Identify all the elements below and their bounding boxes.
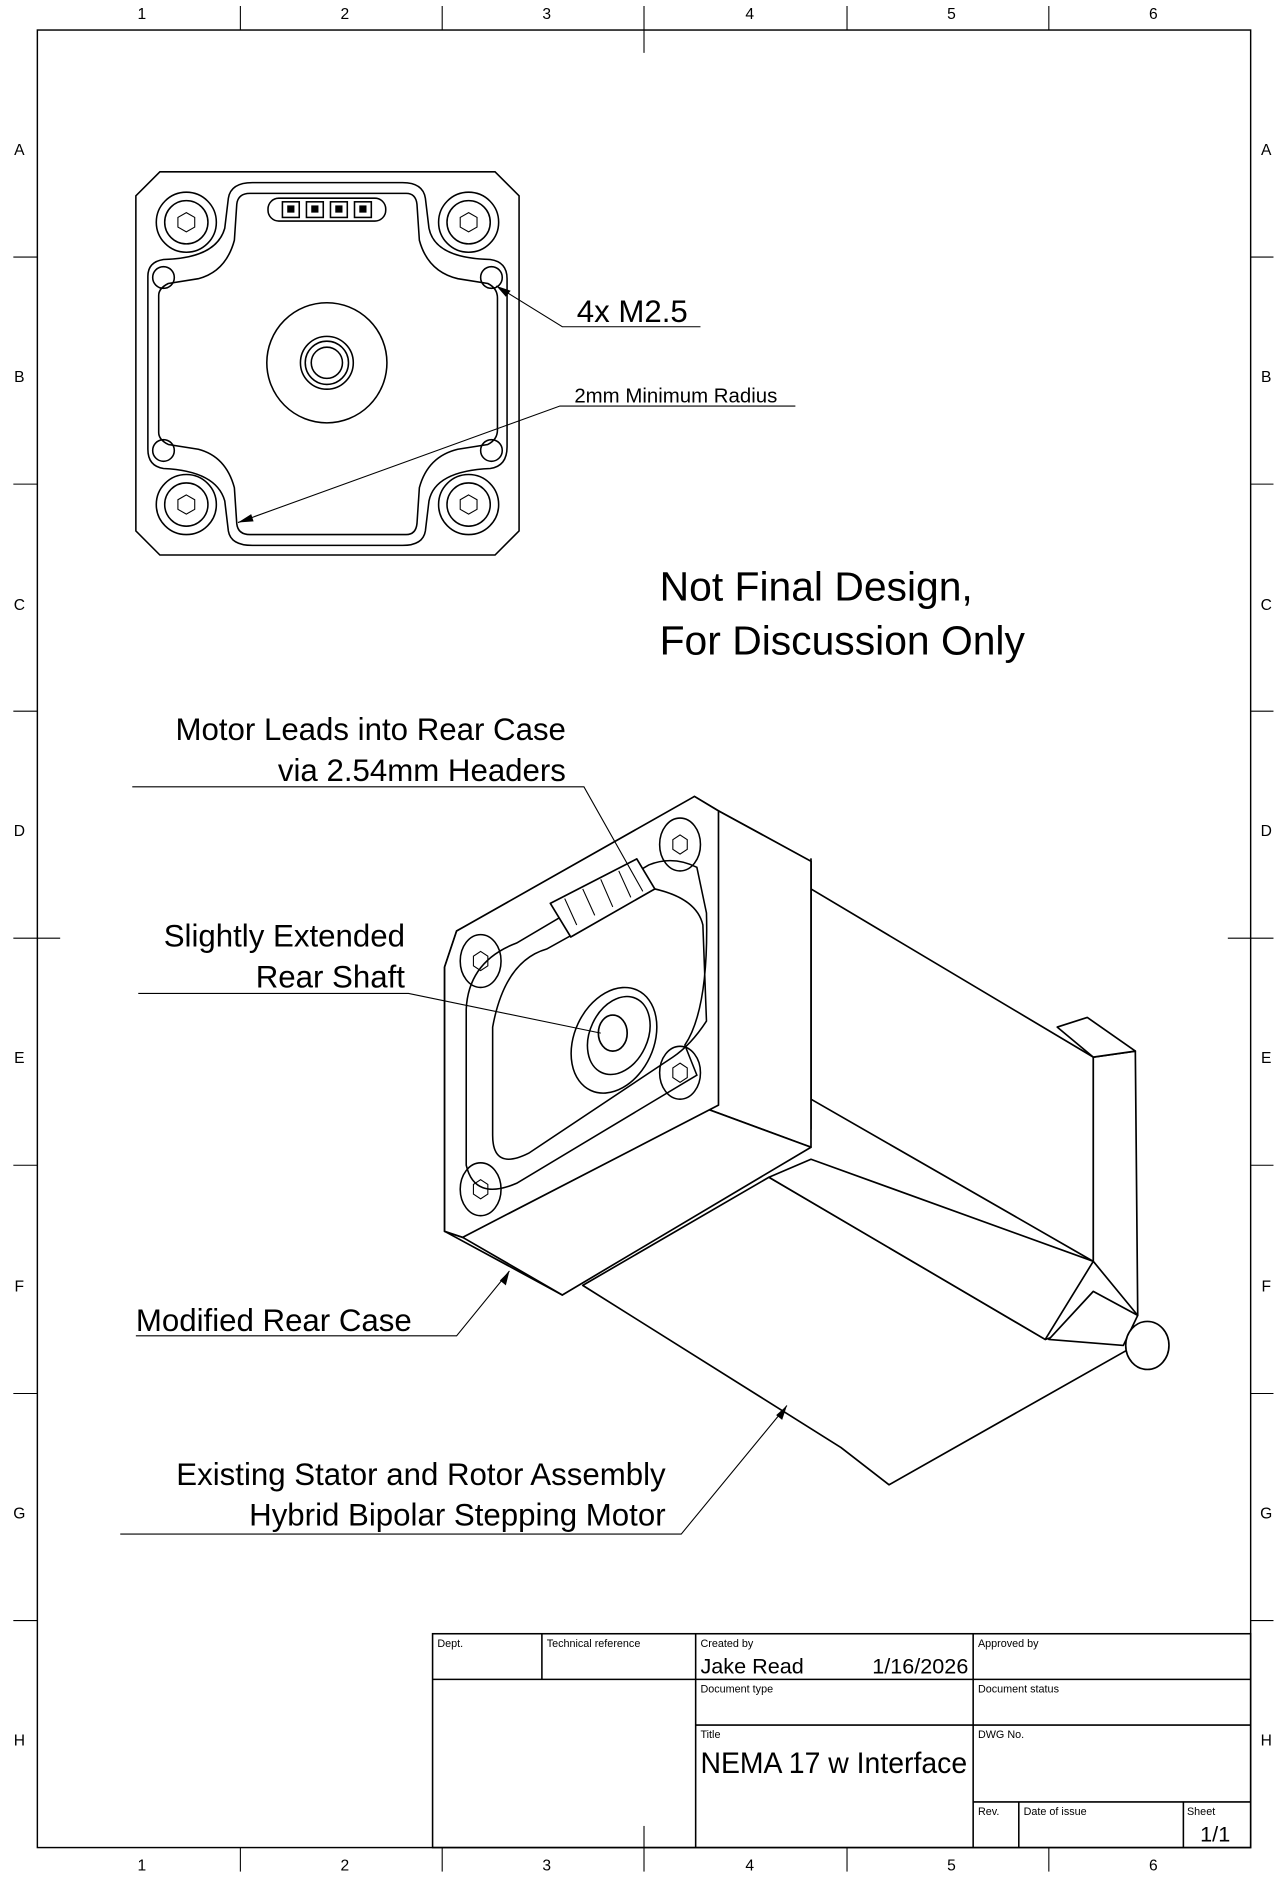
leads-callout-line1: Motor Leads into Rear Case xyxy=(175,712,565,747)
column-label: 4 xyxy=(745,6,754,23)
isometric-view xyxy=(120,786,1170,1535)
row-label: H xyxy=(1261,1732,1272,1749)
title-label: Title xyxy=(700,1729,720,1741)
rev-label: Rev. xyxy=(978,1806,999,1818)
row-label: E xyxy=(14,1050,24,1067)
row-label: B xyxy=(14,369,24,386)
row-labels-left: A B C D E F G H xyxy=(13,142,25,1749)
column-label: 3 xyxy=(542,6,551,23)
column-label: 5 xyxy=(947,1857,956,1874)
row-label: A xyxy=(14,142,25,159)
column-label: 1 xyxy=(138,6,147,23)
row-label: F xyxy=(1261,1278,1271,1295)
approved-by-label: Approved by xyxy=(978,1638,1039,1650)
row-label: C xyxy=(1261,597,1272,614)
rear-case-callout: Modified Rear Case xyxy=(136,1303,412,1338)
sheet-value: 1/1 xyxy=(1200,1822,1230,1847)
row-label: D xyxy=(14,823,25,840)
date-of-issue-label: Date of issue xyxy=(1024,1806,1087,1818)
row-labels-right: A B C D E F G H xyxy=(1260,142,1272,1749)
technical-reference-label: Technical reference xyxy=(547,1638,641,1650)
row-label: G xyxy=(13,1505,25,1522)
column-label: 5 xyxy=(947,6,956,23)
column-label: 2 xyxy=(341,6,350,23)
grid-ticks xyxy=(13,6,1274,1872)
sheet-label: Sheet xyxy=(1187,1806,1215,1818)
dwg-no-label: DWG No. xyxy=(978,1729,1024,1741)
mounting-holes-top xyxy=(151,191,504,536)
design-note-line1: Not Final Design, xyxy=(660,564,973,610)
column-labels-top: 1 2 3 4 5 6 xyxy=(138,6,1158,23)
title-block: Dept. Technical reference Created by App… xyxy=(431,1632,1252,1849)
top-view xyxy=(135,171,796,556)
created-by-value: Jake Read xyxy=(700,1653,803,1678)
document-status-label: Document status xyxy=(978,1684,1060,1696)
row-label: A xyxy=(1261,142,1272,159)
column-label: 6 xyxy=(1149,1857,1158,1874)
column-label: 1 xyxy=(138,1857,147,1874)
created-date-value: 1/16/2026 xyxy=(872,1653,968,1678)
column-label: 3 xyxy=(542,1857,551,1874)
row-label: G xyxy=(1260,1505,1272,1522)
created-by-label: Created by xyxy=(700,1638,753,1650)
row-label: H xyxy=(14,1732,25,1749)
shaft-callout-line1: Slightly Extended xyxy=(164,919,405,954)
row-label: D xyxy=(1261,823,1272,840)
column-label: 6 xyxy=(1149,6,1158,23)
radius-callout: 2mm Minimum Radius xyxy=(574,385,777,407)
iso-screws xyxy=(459,817,702,1217)
iso-header-pins xyxy=(549,858,656,938)
row-label: E xyxy=(1261,1050,1271,1067)
column-label: 4 xyxy=(745,1857,754,1874)
title-value: NEMA 17 w Interface xyxy=(700,1747,967,1780)
design-note-line2: For Discussion Only xyxy=(660,618,1026,664)
holes-callout: 4x M2.5 xyxy=(577,294,688,329)
row-label: F xyxy=(15,1278,25,1295)
row-label: B xyxy=(1261,369,1271,386)
column-labels-bottom: 1 2 3 4 5 6 xyxy=(138,1857,1158,1874)
shaft-callout-line2: Rear Shaft xyxy=(256,959,406,994)
stator-callout-line1: Existing Stator and Rotor Assembly xyxy=(176,1457,666,1492)
column-label: 2 xyxy=(341,1857,350,1874)
document-type-label: Document type xyxy=(700,1684,773,1696)
header-connector-top xyxy=(267,197,387,222)
stator-callout-line2: Hybrid Bipolar Stepping Motor xyxy=(249,1498,665,1533)
leads-callout-line2: via 2.54mm Headers xyxy=(278,753,566,788)
dept-label: Dept. xyxy=(437,1638,463,1650)
row-label: C xyxy=(14,597,25,614)
